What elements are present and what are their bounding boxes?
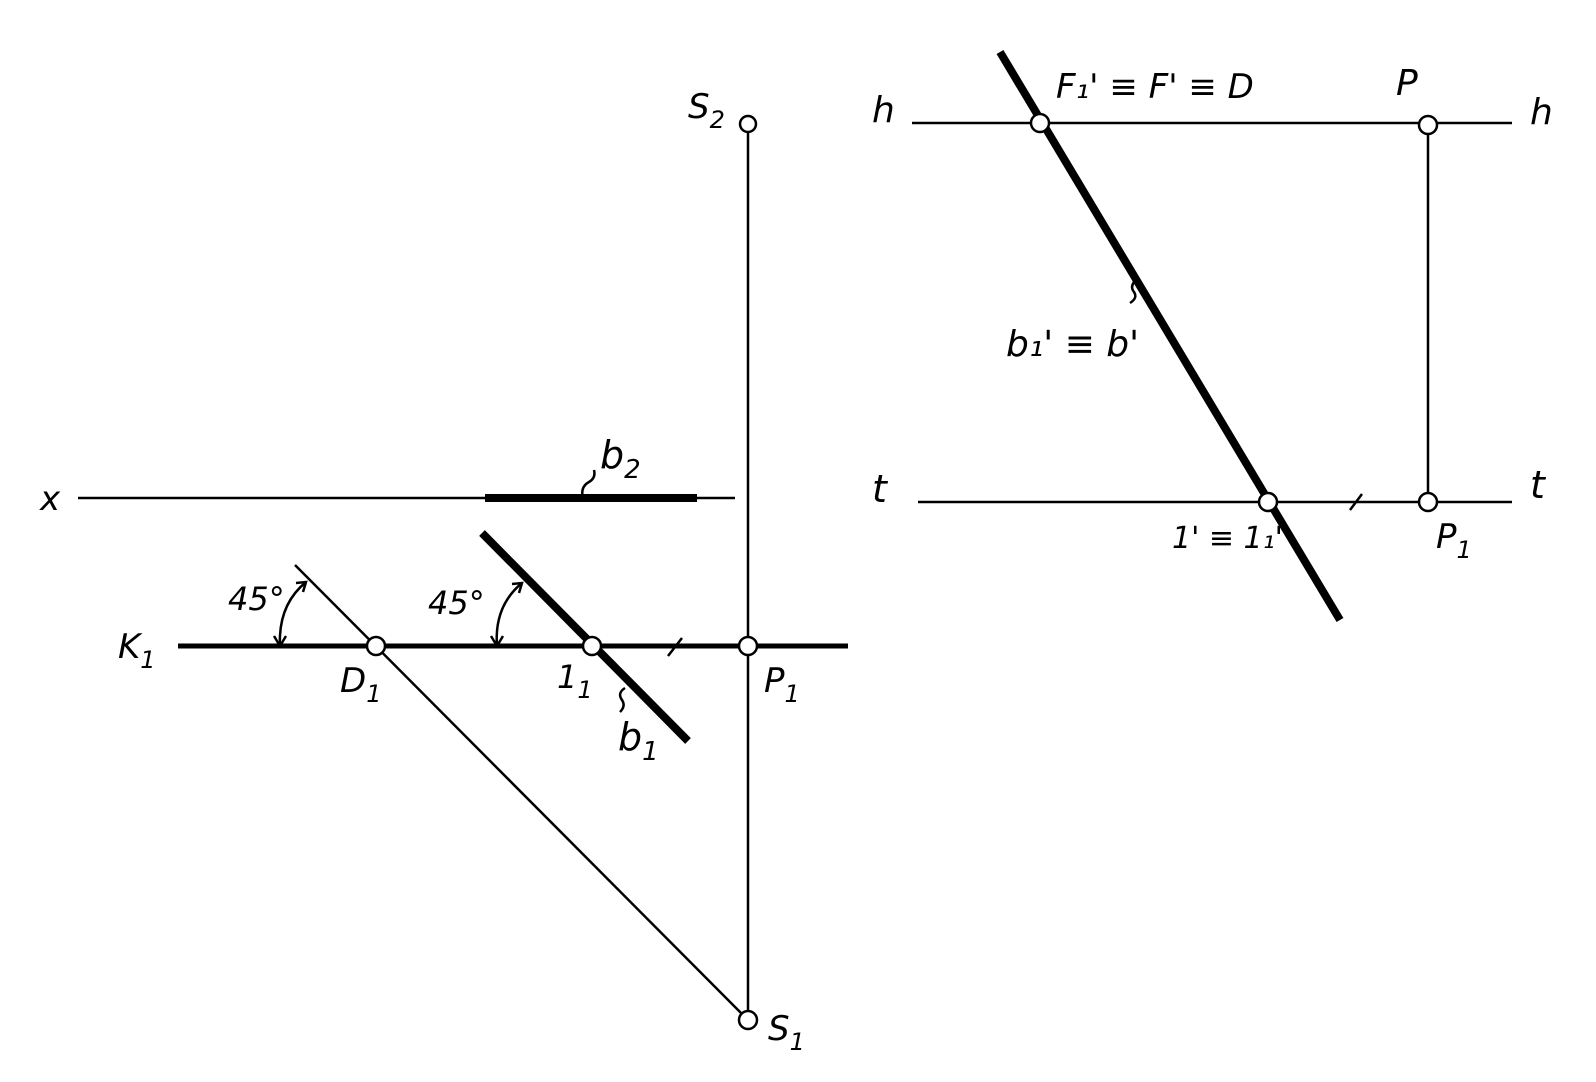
label-t-right: t	[1530, 463, 1547, 507]
point-p1-right	[1417, 491, 1439, 513]
label-one1: 11	[557, 658, 593, 704]
angle-arrow-mid-top	[511, 581, 524, 594]
point-one-prime	[1257, 491, 1279, 513]
k1-tick-mark	[667, 637, 683, 657]
line-d1-s1	[294, 564, 749, 1021]
angle-arrow-left-top	[295, 580, 308, 593]
label-angle-left: 45°	[228, 580, 285, 618]
point-d1	[365, 635, 387, 657]
label-one-equivalence: 1' ≡ 1₁'	[1172, 521, 1283, 556]
label-k1: K1	[118, 627, 156, 674]
b-leader	[1129, 278, 1138, 305]
b1-leader	[618, 686, 626, 713]
angle-arc-mid	[495, 582, 523, 647]
point-s1	[737, 1009, 759, 1031]
b1-line	[479, 530, 691, 744]
label-h-left: h	[872, 90, 895, 131]
label-p: P	[1396, 63, 1418, 104]
b-line	[996, 49, 1344, 623]
label-b1: b1	[618, 715, 659, 767]
label-b2: b2	[600, 433, 641, 485]
angle-arc-left	[278, 581, 307, 647]
point-one1	[581, 635, 603, 657]
label-b-equivalence: b₁' ≡ b'	[1006, 324, 1139, 365]
label-p1-left: P1	[764, 661, 800, 708]
t-tick-mark	[1349, 493, 1363, 511]
point-s2	[738, 114, 758, 134]
label-p1-right: P1	[1436, 517, 1472, 564]
point-p1-left	[737, 635, 759, 657]
label-s2: S2	[688, 87, 725, 134]
angle-arrow-mid-bottom	[489, 635, 505, 649]
right-view: h h F₁' ≡ F' ≡ D P b₁' ≡ b' t t 1' ≡ 1₁'…	[872, 49, 1553, 623]
label-h-right: h	[1530, 92, 1553, 133]
b2-leader	[581, 469, 596, 499]
label-x: x	[39, 479, 61, 519]
point-f	[1029, 112, 1051, 134]
left-view: S2 x b2 K1 45° 45° D1 11 P1 b1 S1	[39, 87, 848, 1056]
point-p	[1417, 114, 1439, 136]
label-t-left: t	[872, 467, 889, 511]
label-angle-mid: 45°	[428, 584, 485, 622]
label-f-equivalence: F₁' ≡ F' ≡ D	[1056, 67, 1254, 107]
label-d1: D1	[340, 661, 381, 708]
label-s1: S1	[768, 1009, 805, 1056]
angle-arrow-left-bottom	[272, 635, 288, 649]
